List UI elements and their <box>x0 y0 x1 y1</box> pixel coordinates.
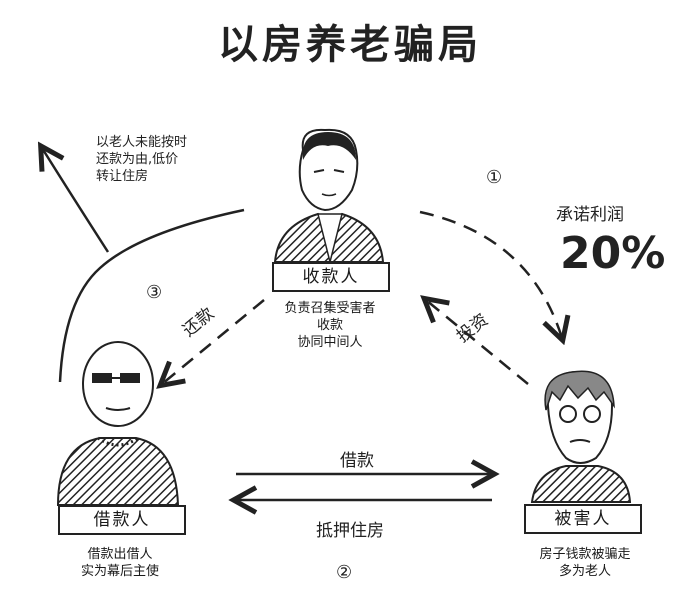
collector-desc-line: 收款 <box>316 318 343 333</box>
resale-note-line: 以老人未能按时 <box>96 135 188 150</box>
collector-label: 收款人 <box>272 262 390 292</box>
promise-label: 承诺利润 <box>556 205 624 225</box>
collector-desc-line: 协同中间人 <box>297 335 363 350</box>
victim-description: 房子钱款被骗走 多为老人 <box>510 546 660 580</box>
arrow-promise <box>419 210 562 338</box>
lender-description: 借款出借人 实为幕后主使 <box>50 546 190 580</box>
victim-desc-line: 多为老人 <box>558 564 611 579</box>
lender-desc-line: 借款出借人 <box>87 547 153 562</box>
resale-note-line: 转让住房 <box>96 169 149 184</box>
arrow-resale-trunk <box>58 208 245 383</box>
resale-note-line: 还款为由,低价 <box>96 152 179 167</box>
collector-desc-line: 负责召集受害者 <box>284 301 376 316</box>
edge-label-loan: 借款 <box>340 451 374 471</box>
victim-desc-line: 房子钱款被骗走 <box>539 547 631 562</box>
lender-label: 借款人 <box>58 505 186 535</box>
lender-figure <box>56 341 180 506</box>
step-2-marker: ② <box>336 562 353 583</box>
resale-note: 以老人未能按时 还款为由,低价 转让住房 <box>96 134 187 185</box>
victim-figure <box>530 370 632 503</box>
edge-label-mortgage: 抵押住房 <box>316 521 384 541</box>
arrow-resale <box>42 148 110 253</box>
collector-figure <box>273 128 385 263</box>
step-3-marker: ③ <box>146 282 163 303</box>
promise-rate: 20% <box>560 228 666 279</box>
step-1-marker: ① <box>486 167 503 188</box>
victim-label: 被害人 <box>524 504 642 534</box>
diagram-title: 以房养老骗局 <box>218 22 482 68</box>
collector-description: 负责召集受害者 收款 协同中间人 <box>250 300 410 351</box>
lender-desc-line: 实为幕后主使 <box>80 564 159 579</box>
